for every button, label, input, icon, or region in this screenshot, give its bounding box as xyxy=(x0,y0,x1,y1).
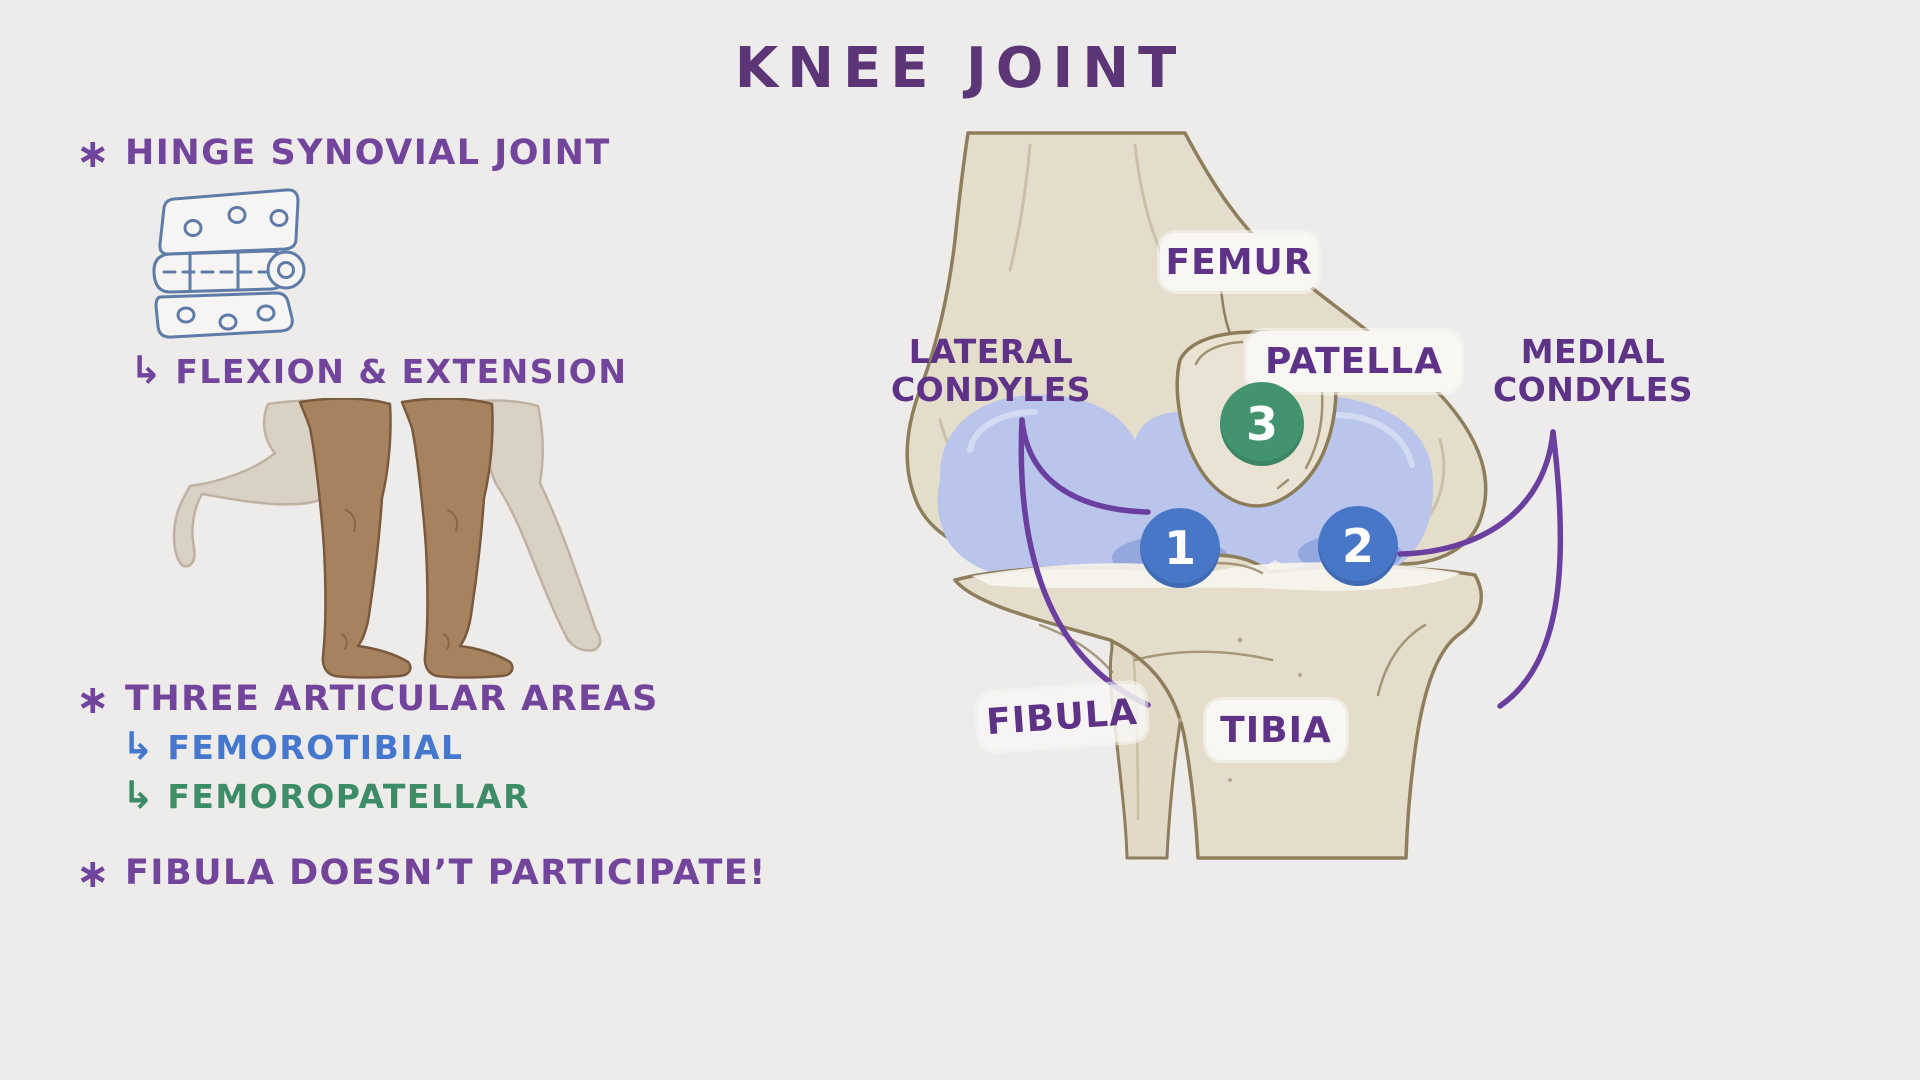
hook-arrow-icon: ↳ xyxy=(122,724,156,768)
label-medial-condyles: MEDIAL CONDYLES xyxy=(1492,332,1694,409)
asterisk-bullet-icon: ∗ xyxy=(76,131,112,177)
label-femur: FEMUR xyxy=(1160,233,1318,291)
label-tibia: TIBIA xyxy=(1206,700,1346,760)
marker-femorotibial-lateral: 1 xyxy=(1140,508,1220,588)
door-hinge-icon xyxy=(152,188,306,339)
marker-femoropatellar: 3 xyxy=(1220,382,1304,466)
hook-arrow-icon: ↳ xyxy=(130,348,164,392)
marker-femorotibial-medial: 2 xyxy=(1318,506,1398,586)
hook-arrow-icon: ↳ xyxy=(122,773,156,817)
note-femoropatellar: ↳ FEMOROPATELLAR xyxy=(122,773,530,817)
label-fibula-text: FIBULA xyxy=(985,691,1139,743)
note-flexion-extension: ↳ FLEXION & EXTENSION xyxy=(130,348,627,392)
note-hinge-synovial-joint: ∗ HINGE SYNOVIAL JOINT xyxy=(76,128,611,177)
page-title: KNEE JOINT xyxy=(734,36,1186,101)
note-femorotibial-text: FEMOROTIBIAL xyxy=(167,728,464,767)
note-femorotibial: ↳ FEMOROTIBIAL xyxy=(122,724,464,768)
label-femur-text: FEMUR xyxy=(1165,241,1313,283)
label-tibia-text: TIBIA xyxy=(1220,709,1332,751)
note-fibula-doesnt-participate: ∗ FIBULA DOESN’T PARTICIPATE! xyxy=(76,848,767,897)
note-flexion-text: FLEXION & EXTENSION xyxy=(175,352,628,391)
note-three-articular-areas: ∗ THREE ARTICULAR AREAS xyxy=(76,674,659,723)
note-femoropatellar-text: FEMOROPATELLAR xyxy=(167,777,530,816)
note-hinge-text: HINGE SYNOVIAL JOINT xyxy=(125,133,611,173)
legs-flexion-extension-illustration xyxy=(172,398,602,679)
label-patella: PATELLA xyxy=(1247,331,1461,392)
asterisk-bullet-icon: ∗ xyxy=(76,851,112,897)
label-lateral-condyles: LATERAL CONDYLES xyxy=(890,332,1092,409)
note-areas-text: THREE ARTICULAR AREAS xyxy=(125,679,659,719)
asterisk-bullet-icon: ∗ xyxy=(76,677,112,723)
label-patella-text: PATELLA xyxy=(1264,341,1444,382)
label-fibula: FIBULA xyxy=(976,682,1148,752)
note-fibula-text: FIBULA DOESN’T PARTICIPATE! xyxy=(125,853,767,893)
